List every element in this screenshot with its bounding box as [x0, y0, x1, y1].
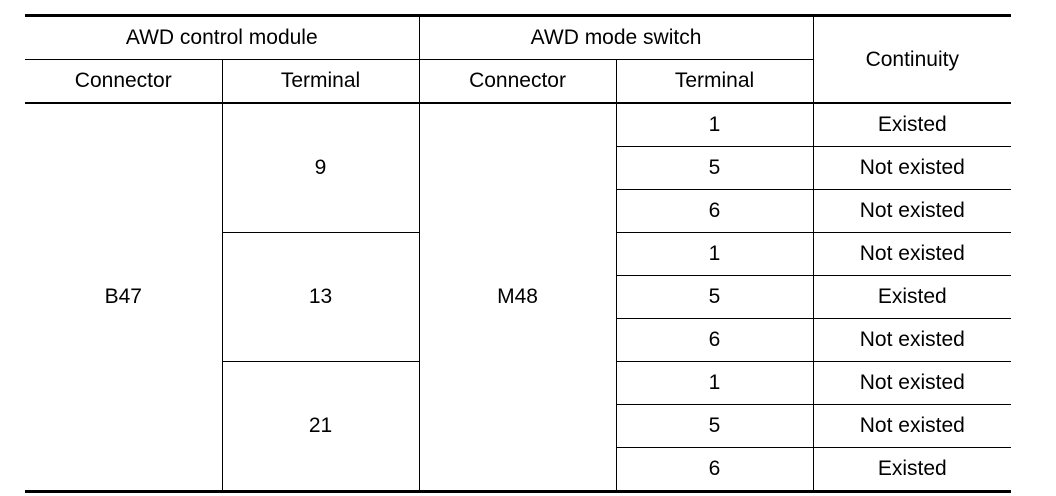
switch-terminal-cell: 5 [616, 275, 814, 319]
module-terminal-cell: 21 [222, 361, 420, 493]
module-terminal-cell: 9 [221, 102, 420, 233]
switch-terminal-cell: 5 [616, 146, 814, 190]
header-row-2: Connector Terminal Connector Terminal [25, 59, 1011, 104]
continuity-cell: Not existed [812, 146, 1012, 190]
table-row: 21 1 Not existed [25, 361, 1012, 493]
continuity-cell: Not existed [812, 318, 1012, 362]
header-awd-mode-switch: AWD mode switch [418, 14, 814, 60]
continuity-cell: Existed [812, 102, 1012, 147]
header-switch-connector: Connector [418, 59, 617, 104]
header-awd-control-module: AWD control module [25, 14, 420, 60]
continuity-cell: Not existed [812, 232, 1012, 276]
switch-terminal-cell: 5 [616, 404, 814, 448]
header-switch-terminal: Terminal [615, 59, 814, 104]
header-module-connector: Connector [25, 59, 223, 104]
switch-terminal-cell: 6 [616, 318, 814, 362]
module-terminal-cell: 13 [222, 232, 420, 362]
continuity-cell: Existed [812, 275, 1012, 319]
switch-terminal-cell: 1 [615, 232, 814, 276]
header-row-1: AWD control module AWD mode switch Conti… [25, 14, 1012, 104]
continuity-cell: Not existed [812, 189, 1012, 233]
table-row: B47 9 M48 1 Existed [25, 102, 1012, 493]
table-row: 6 Not existed [25, 189, 1012, 233]
continuity-table: AWD control module AWD mode switch Conti… [25, 14, 1012, 493]
switch-terminal-cell: 6 [616, 189, 814, 233]
header-module-terminal: Terminal [221, 59, 420, 104]
table-row: 5 Existed [25, 275, 1012, 319]
switch-terminal-cell: 1 [615, 102, 814, 147]
continuity-cell: Not existed [812, 404, 1012, 448]
module-connector-cell: B47 [25, 102, 223, 493]
header-continuity: Continuity [812, 14, 1012, 104]
table-row: 13 1 Not existed [25, 232, 1012, 362]
table-row: 5 Not existed [25, 404, 1012, 448]
switch-terminal-cell: 6 [616, 447, 814, 493]
switch-terminal-cell: 1 [615, 361, 814, 405]
table-row: 6 Existed [25, 447, 1012, 493]
continuity-cell: Existed [812, 447, 1012, 493]
switch-connector-cell: M48 [418, 102, 617, 493]
continuity-cell: Not existed [812, 361, 1012, 405]
